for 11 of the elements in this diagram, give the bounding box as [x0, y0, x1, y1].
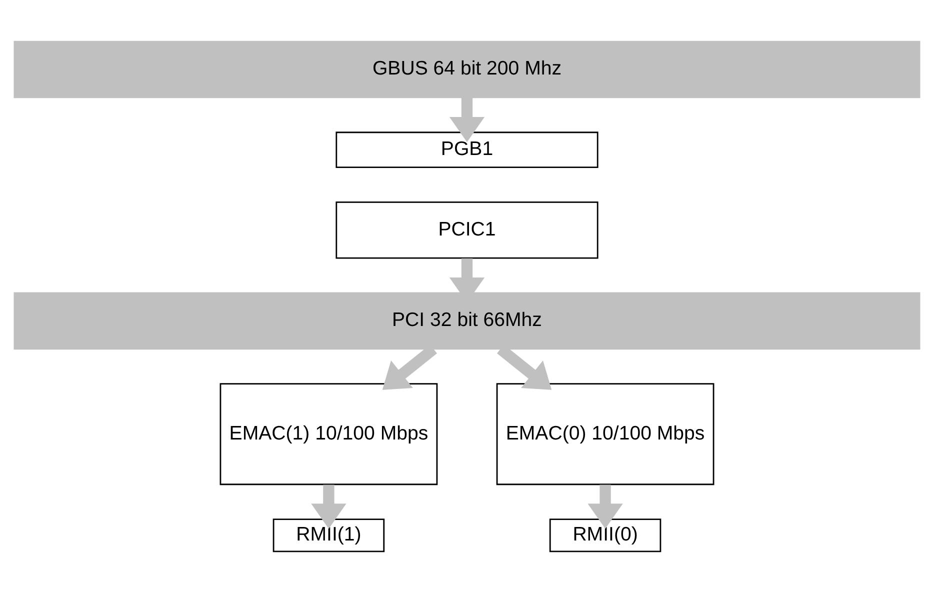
node-box: PCI 32 bit 66Mhz [14, 292, 920, 350]
node-box: EMAC(0) 10/100 Mbps [496, 383, 714, 486]
node-box: PCIC1 [336, 202, 598, 259]
arrow [311, 484, 346, 529]
node-box: GBUS 64 bit 200 Mhz [14, 40, 920, 98]
arrow [449, 98, 485, 142]
arrow [588, 484, 623, 529]
node-box: EMAC(1) 10/100 Mbps [220, 383, 438, 486]
node-box: RMII(0) [549, 518, 662, 552]
node-box: RMII(1) [272, 518, 385, 552]
node-box: PGB1 [336, 132, 598, 168]
